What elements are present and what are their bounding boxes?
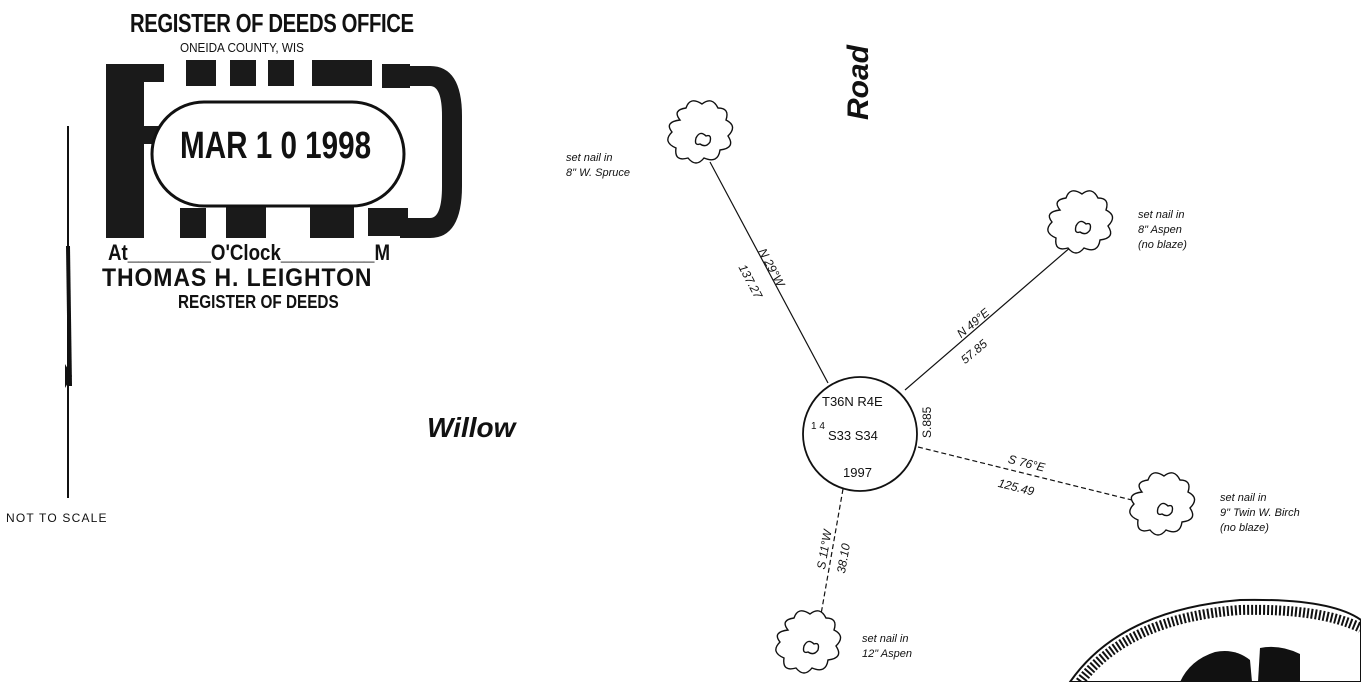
monument-sections: S33 S34	[828, 428, 878, 443]
tree-note-line: 12" Aspen	[862, 648, 912, 660]
tree-note-line: set nail in	[1138, 209, 1185, 221]
tree-note-line: set nail in	[1220, 492, 1267, 504]
section-corner-monument	[802, 376, 918, 492]
tie-line-aspen-s	[819, 488, 844, 621]
stamp-title: REGISTER OF DEEDS OFFICE	[130, 8, 414, 38]
tree-icon	[1047, 190, 1114, 254]
tie-lines	[709, 161, 1149, 621]
tree-note-line: set nail in	[862, 633, 909, 645]
tree-icon	[667, 100, 734, 164]
stamp-received-date: MAR 1 0 1998	[180, 125, 372, 167]
seal-graphic	[1068, 598, 1361, 682]
tree-note-spruce: set nail in 8" W. Spruce	[566, 151, 630, 181]
stamp-at-line: At________O'Clock_________M	[108, 240, 391, 265]
tie-line-aspen-ne	[904, 245, 1073, 391]
monument-township-range: T36N R4E	[822, 394, 883, 409]
monument-year: 1997	[843, 465, 872, 480]
tree-note-line: 8" W. Spruce	[566, 167, 631, 179]
tie-line-spruce	[709, 161, 829, 384]
stamp-register-name: THOMAS H. LEIGHTON	[102, 264, 373, 292]
tree-note-line: 8" Aspen	[1138, 224, 1182, 236]
willow-label: Willow	[427, 412, 516, 443]
tree-icon	[1129, 472, 1196, 536]
tree-note-line: set nail in	[566, 152, 613, 164]
tree-icon	[775, 610, 842, 674]
tree-note-birch: set nail in 9" Twin W. Birch (no blaze)	[1220, 491, 1300, 536]
north-arrow	[65, 126, 72, 498]
tree-note-aspen-s: set nail in 12" Aspen	[862, 632, 912, 662]
tree-note-line: (no blaze)	[1138, 239, 1187, 251]
tree-note-line: 9" Twin W. Birch	[1220, 507, 1300, 519]
stamp-register-title: REGISTER OF DEEDS	[178, 292, 339, 312]
monument-fraction: 1 4	[811, 421, 825, 432]
stamp-county: ONEIDA COUNTY, WIS	[180, 40, 304, 55]
tree-note-aspen-ne: set nail in 8" Aspen (no blaze)	[1138, 208, 1187, 253]
stamp-frame-graphic	[106, 60, 462, 238]
not-to-scale-note: NOT TO SCALE	[6, 511, 108, 525]
monument-side-text: S.885	[920, 406, 934, 438]
tree-note-line: (no blaze)	[1220, 522, 1269, 534]
